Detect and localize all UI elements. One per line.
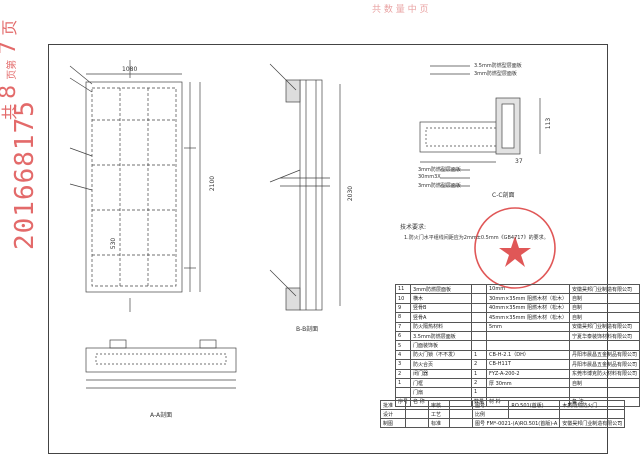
caption-aa: A-A剖面 <box>150 412 173 419</box>
door-frame-outline <box>85 81 183 293</box>
bb-height-dim: 2030 <box>347 185 355 202</box>
top-red-mark: 共 数 量 中 页 <box>372 5 429 15</box>
tech-req-title: 技术要求: <box>400 224 427 231</box>
title-company: 安徽昊邦门业制造有限公司 <box>559 418 626 428</box>
title-row: 设计 工艺 比例 <box>380 409 626 419</box>
drawing-sheet <box>48 44 608 454</box>
cc-depth-dim: 113 <box>545 117 553 130</box>
cc-label-1: 3.5mm防燃型层面板 <box>474 63 522 69</box>
caption-cc: C-C剖面 <box>492 192 515 199</box>
aa-width-dim: 1080 <box>122 66 138 73</box>
cc-label-2: 3mm防燃型层面板 <box>474 71 517 77</box>
caption-bb: B-B剖面 <box>296 326 319 333</box>
cc-label-5: 3mm防燃型层面板 <box>418 183 461 189</box>
company-seal <box>474 207 556 289</box>
tech-req-line1: 1.防火门水平组线间距应为2mm±0.5mm《GB4717》的要求。 <box>404 235 549 241</box>
cc-label-4: 30mm3X <box>418 174 441 180</box>
cc-side-dim: 37 <box>515 158 523 165</box>
cc-label-3: 3mm防燃型层面板 <box>418 167 461 173</box>
aa-mid-dim: 530 <box>110 237 118 250</box>
title-row: 制图 标准 图号 FM*-0021-(A)RO.501(首版)-A 安徽昊邦门业… <box>380 418 626 428</box>
aa-height-dim: 2100 <box>209 175 217 192</box>
